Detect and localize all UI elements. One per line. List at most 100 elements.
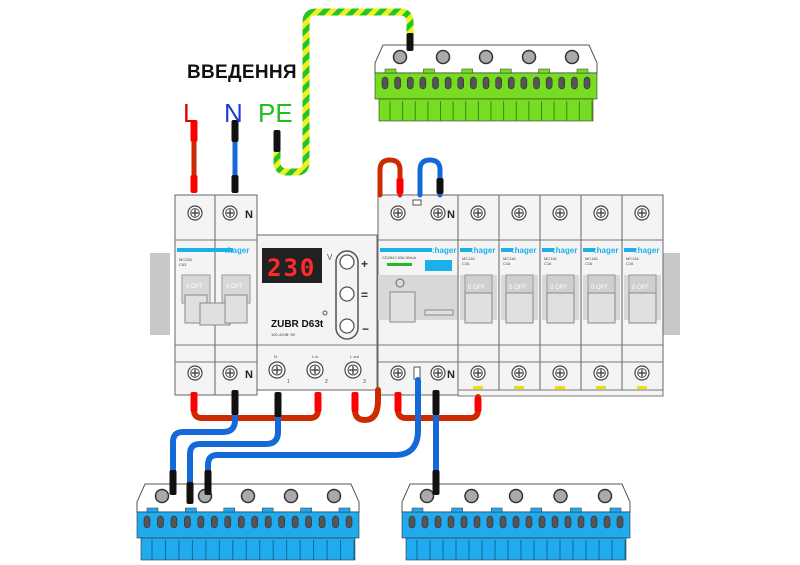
busbar-hole — [577, 515, 585, 529]
busbar-teeth — [378, 98, 594, 122]
screw-terminal-icon — [390, 205, 406, 221]
relay-button-2 — [339, 318, 355, 334]
screw-terminal-icon — [552, 205, 568, 221]
terminal-n-label: N — [245, 209, 253, 221]
terminal-label: L in — [312, 354, 318, 359]
wire-ferrule — [274, 392, 282, 417]
busbar-hole — [211, 515, 218, 529]
toggle-text: 0 OFF — [632, 285, 649, 291]
wire-ferrule — [436, 178, 444, 194]
screw-terminal-icon — [511, 205, 527, 221]
rating-label: C16 — [503, 261, 511, 266]
model-label: MC263 — [179, 257, 193, 262]
busbar-hole — [583, 76, 591, 90]
brand-label: :hager — [432, 246, 456, 255]
button-frame — [335, 250, 359, 340]
toggle-text: 0 OFF — [226, 284, 243, 290]
toggle-handle — [546, 292, 575, 324]
phase-link-bottom — [191, 392, 321, 421]
busbar-hole — [143, 515, 151, 529]
busbar-hole — [512, 515, 520, 529]
brand-label: :hager — [553, 246, 577, 255]
comb-tab — [514, 386, 524, 389]
screw-terminal-icon — [430, 365, 446, 381]
busbar-screw — [240, 488, 256, 504]
busbar-screw — [283, 488, 299, 504]
wire-ferrule — [231, 390, 239, 415]
busbar-hole — [571, 76, 578, 90]
screw-terminal-icon — [470, 365, 486, 381]
wire-ferrule — [190, 392, 198, 412]
screw-terminal-icon — [344, 361, 362, 379]
toggle-handle — [628, 292, 657, 324]
busbar-teeth — [140, 537, 356, 561]
rating-label: C16 — [544, 261, 552, 266]
din-rail-left — [150, 253, 170, 335]
busbar-hole — [332, 515, 339, 529]
comb-tab — [473, 386, 483, 389]
terminal-label: L out — [350, 354, 360, 359]
phase-ferrule — [190, 120, 198, 142]
busbar-screw — [419, 488, 435, 504]
relay-button-1 — [339, 286, 355, 302]
busbar-hole — [457, 76, 464, 90]
busbar-hole — [345, 515, 353, 529]
busbar-hole — [419, 76, 427, 90]
busbar-hole — [157, 515, 164, 529]
busbar-hole — [170, 515, 178, 529]
plus-icon: + — [361, 257, 368, 271]
terminal-number: 3 — [363, 379, 366, 385]
toggle-handle — [587, 292, 616, 324]
busbar-hole — [525, 515, 533, 529]
busbar-hole — [551, 515, 559, 529]
comb-tab — [637, 386, 647, 389]
wire-ferrule — [351, 392, 359, 412]
input-label-n: N — [224, 98, 243, 128]
neutral-wire-2 — [187, 397, 281, 503]
brand-bar — [380, 248, 432, 252]
busbar-hole — [538, 515, 546, 529]
wire-ferrule — [186, 482, 194, 504]
toggle-text: 0 OFF — [468, 285, 485, 291]
toggle-text: 0 OFF — [550, 285, 567, 291]
screw-terminal-icon — [222, 205, 238, 221]
brand-bar — [624, 248, 636, 252]
busbar-screw — [521, 49, 537, 65]
comb-tab — [555, 386, 565, 389]
busbar-hole — [558, 76, 565, 90]
busbar-hole — [238, 515, 245, 529]
busbar-hole — [432, 76, 439, 90]
toggle-text: 0 OFF — [591, 285, 608, 291]
busbar-hole — [616, 515, 624, 529]
busbar-hole — [407, 76, 414, 90]
relay-spec: 100-420В~50 — [271, 332, 296, 337]
model-label: MC116 — [544, 256, 557, 261]
rcd-toggle — [389, 291, 416, 323]
relay-button-0 — [339, 254, 355, 270]
busbar-screw — [553, 488, 568, 504]
busbar-body — [136, 511, 360, 539]
busbar-screw — [326, 488, 342, 504]
busbar-hole — [444, 76, 452, 90]
terminal-n-label: N — [245, 369, 253, 381]
busbar-hole — [408, 515, 416, 529]
screw-terminal-icon — [187, 205, 203, 221]
brand-bar — [542, 248, 554, 252]
rating-label: C16 — [585, 261, 593, 266]
screw-terminal-icon — [390, 365, 406, 381]
display-value: 230 — [267, 254, 316, 282]
model-label: MC116 — [585, 256, 598, 261]
model-label: MC116 — [462, 256, 475, 261]
input-title: ВВЕДЕННЯ — [187, 62, 297, 83]
busbar-hole — [482, 76, 490, 90]
pe-ferrule — [273, 130, 281, 152]
wire-ferrule — [432, 470, 440, 495]
busbar-hole — [434, 515, 442, 529]
wire-ferrule — [394, 392, 402, 412]
brand-label: :hager — [594, 246, 618, 255]
busbar-hole — [447, 515, 455, 529]
